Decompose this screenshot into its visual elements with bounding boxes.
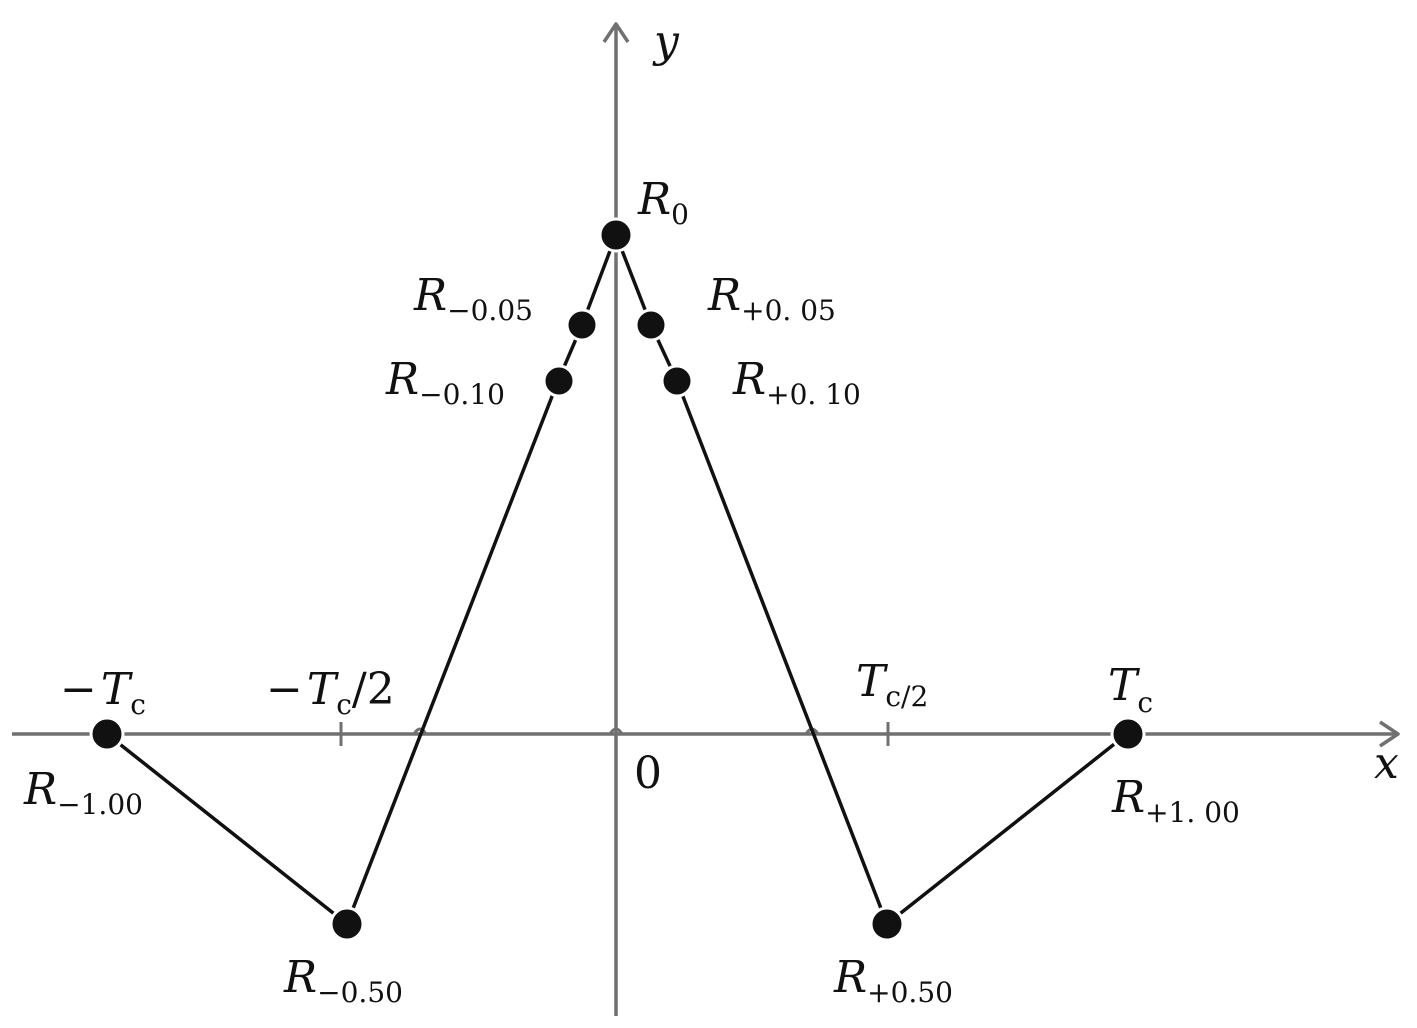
- point-r-minus-1-00: [89, 716, 125, 752]
- label-r-minus-0-10-sub: −0.10: [419, 378, 505, 411]
- label-r-minus-0-50: R−0.50: [283, 952, 403, 1009]
- label-neg-half-tc-sub: c: [336, 688, 352, 721]
- label-tc-main: T: [1108, 660, 1141, 711]
- label-r-plus-0-10-sub: +0. 10: [766, 378, 861, 411]
- label-half-tc-main: T: [856, 656, 889, 707]
- label-r-plus-0-10: R+0. 10: [732, 354, 861, 411]
- label-r-minus-0-50-main: R: [283, 952, 317, 1003]
- label-r-minus-1-00-main: R: [23, 764, 57, 815]
- label-half-tc: Tc/2: [856, 656, 928, 713]
- label-r-plus-0-05-main: R: [707, 270, 741, 321]
- tick-origin: [608, 727, 624, 735]
- point-r-plus-1-00: [1110, 716, 1146, 752]
- label-neg-half-tc-suffix: /2: [352, 664, 395, 715]
- label-neg-half-tc-main: T: [307, 664, 340, 715]
- label-r0-main: R: [637, 174, 671, 225]
- label-neg-tc-main: T: [101, 664, 134, 715]
- label-r0: R0: [637, 174, 689, 231]
- label-r-minus-0-50-sub: −0.50: [317, 976, 403, 1009]
- label-neg-tc: −Tc: [60, 664, 146, 721]
- label-neg-half-tc-sign: −: [266, 664, 303, 715]
- label-r-minus-1-00: R−1.00: [23, 764, 143, 821]
- point-r-plus-0-10: [660, 364, 694, 398]
- label-half-tc-sub: c/2: [885, 680, 928, 713]
- tick-crossing-left: [412, 727, 428, 735]
- label-r-plus-0-10-main: R: [732, 354, 766, 405]
- label-r-plus-1-00: R+1. 00: [1111, 772, 1240, 829]
- label-neg-half-tc: −Tc/2: [266, 664, 395, 721]
- label-r-plus-0-05: R+0. 05: [707, 270, 836, 327]
- point-r-minus-0-10: [542, 364, 576, 398]
- point-r-minus-0-05: [565, 308, 599, 342]
- label-r0-sub: 0: [671, 198, 689, 231]
- origin-label: 0: [634, 748, 662, 799]
- label-tc-sub: c: [1137, 686, 1153, 719]
- y-axis-label: y: [652, 16, 680, 67]
- label-r-plus-0-50: R+0.50: [833, 952, 953, 1009]
- label-r-plus-0-50-sub: +0.50: [867, 976, 953, 1009]
- x-axis-arrowhead: [1379, 720, 1400, 748]
- point-r-minus-0-50: [329, 906, 365, 942]
- label-r-minus-0-05-sub: −0.05: [447, 294, 533, 327]
- label-r-plus-1-00-main: R: [1111, 772, 1145, 823]
- label-r-plus-0-05-sub: +0. 05: [741, 294, 836, 327]
- x-axis-label: x: [1374, 738, 1399, 789]
- label-r-plus-0-50-main: R: [833, 952, 867, 1003]
- points: [89, 217, 1146, 942]
- point-r-plus-0-05: [634, 308, 668, 342]
- label-r-minus-0-05-main: R: [413, 270, 447, 321]
- point-r-plus-0-50: [869, 906, 905, 942]
- label-tc: Tc: [1108, 660, 1153, 719]
- label-r-minus-1-00-sub: −1.00: [57, 788, 143, 821]
- point-r0: [598, 217, 634, 253]
- label-r-minus-0-05: R−0.05: [413, 270, 533, 327]
- label-r-minus-0-10-main: R: [385, 354, 419, 405]
- y-axis-arrowhead: [602, 22, 630, 43]
- label-neg-tc-sign: −: [60, 664, 97, 715]
- label-neg-tc-sub: c: [130, 688, 146, 721]
- label-r-minus-0-10: R−0.10: [385, 354, 505, 411]
- label-r-plus-1-00-sub: +1. 00: [1145, 796, 1240, 829]
